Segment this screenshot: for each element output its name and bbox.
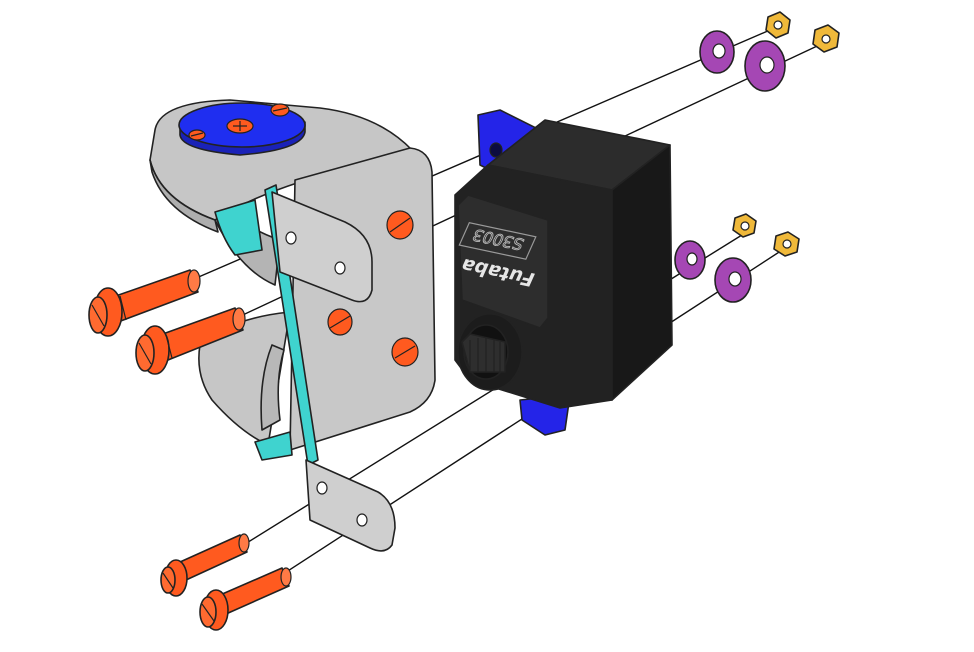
horn-screw-right bbox=[270, 103, 290, 117]
axis-line-bottom-2 bbox=[239, 244, 791, 603]
mounting-strip bbox=[264, 184, 396, 552]
servo-horn-disc bbox=[178, 102, 306, 156]
nut-bottom-2 bbox=[773, 231, 800, 257]
servo-body-side bbox=[611, 144, 673, 401]
loose-screw-3 bbox=[160, 533, 250, 597]
bracket-top-arm-edge bbox=[149, 159, 219, 233]
washer-top-2 bbox=[744, 40, 786, 92]
strip-upper-hole-2 bbox=[334, 261, 346, 275]
servo-output-shaft bbox=[457, 313, 523, 391]
washer-bottom-1 bbox=[674, 240, 706, 280]
bracket-cyan-block-top bbox=[214, 199, 263, 256]
loose-screw-2 bbox=[135, 307, 246, 375]
strip-upper-hole-1 bbox=[285, 231, 297, 245]
servo-label-plate bbox=[457, 194, 549, 329]
bracket-screw-upper-right bbox=[386, 210, 414, 240]
strip-tab-lower bbox=[305, 459, 396, 552]
nut-top-2 bbox=[812, 24, 840, 53]
strip-tab-upper bbox=[271, 191, 373, 303]
horn-screw-left bbox=[188, 129, 206, 141]
strip-lower-hole-1 bbox=[316, 481, 328, 495]
bracket-inner-lower bbox=[260, 344, 285, 431]
loose-screw-1 bbox=[88, 269, 201, 337]
washer-top-1 bbox=[699, 30, 735, 74]
bracket-cyan-block-bottom bbox=[254, 431, 293, 461]
horn-screw-center bbox=[226, 118, 254, 134]
washer-bottom-2 bbox=[714, 257, 752, 303]
nut-bottom-1 bbox=[732, 213, 757, 238]
loose-screw-4 bbox=[199, 567, 292, 631]
bracket-screw-middle bbox=[327, 308, 353, 336]
servo-motor: S3003 Futaba bbox=[454, 109, 673, 436]
strip-lower-hole-2 bbox=[356, 513, 368, 527]
bracket-screw-lower-right bbox=[391, 337, 419, 367]
nut-top-1 bbox=[765, 11, 791, 39]
